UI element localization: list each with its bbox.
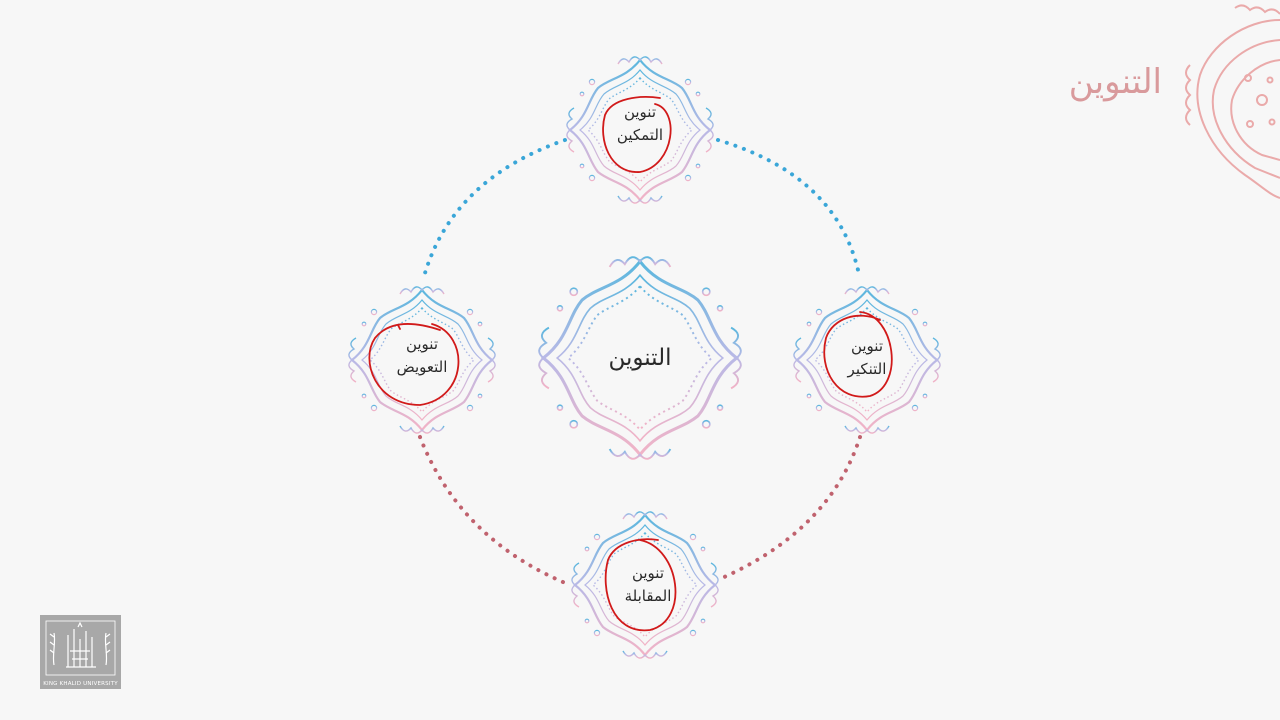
connector-dots [418, 138, 862, 587]
slide-title: التنوين [1068, 62, 1162, 102]
node-left-line1: تنوين [405, 335, 439, 353]
node-bottom-line1: تنوين [631, 564, 665, 582]
node-right-label: تنوين التنكير [812, 335, 922, 381]
center-node-label: التنوين [570, 344, 710, 372]
node-bottom-line2: المقابلة [624, 587, 672, 605]
handwritten-annotations [368, 96, 893, 632]
node-top-line1: تنوين [623, 103, 657, 121]
logo-caption: KING KHALID UNIVERSITY [43, 681, 118, 687]
center-node-text: التنوين [608, 345, 672, 371]
node-top-label: تنوين التمكين [585, 101, 695, 147]
node-right-line1: تنوين [850, 337, 884, 355]
node-right-line2: التنكير [847, 360, 887, 378]
node-left-line2: التعويض [396, 358, 448, 376]
node-top-line2: التمكين [616, 126, 664, 144]
corner-ornament [1185, 4, 1280, 199]
node-left-label: تنوين التعويض [367, 333, 477, 379]
node-bottom-label: تنوين المقابلة [593, 562, 703, 608]
university-logo: KING KHALID UNIVERSITY [40, 615, 121, 689]
logo-emblem-icon [45, 620, 116, 676]
